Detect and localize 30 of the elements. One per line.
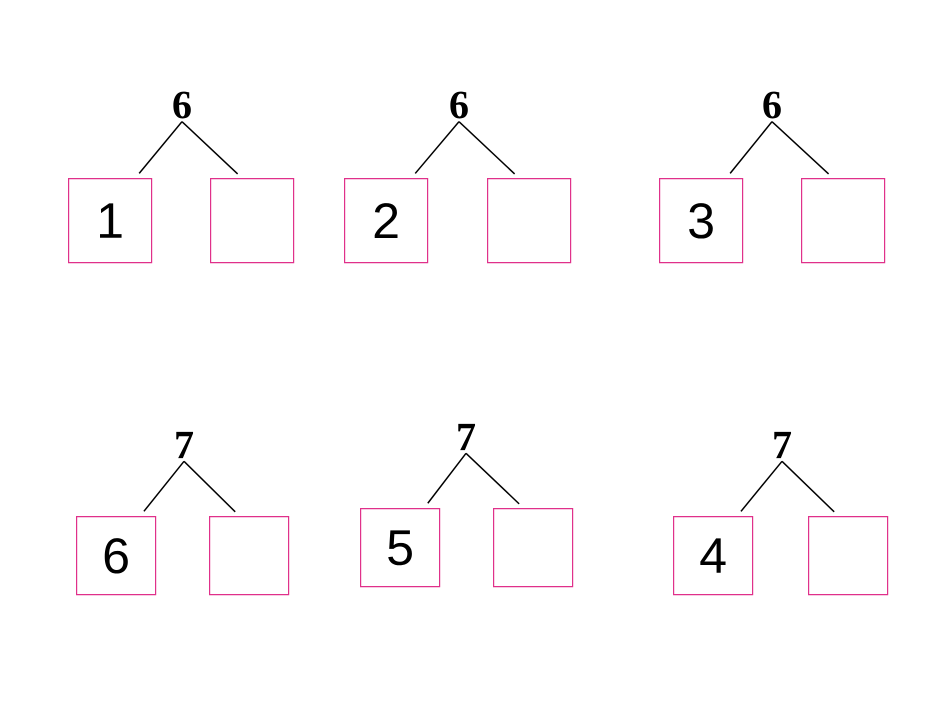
branch-line <box>414 121 460 174</box>
branch-line <box>458 121 516 174</box>
answer-box <box>493 508 574 588</box>
branch-line <box>772 121 830 174</box>
number-box: 1 <box>68 178 152 264</box>
answer-box <box>801 178 886 264</box>
total-number: 7 <box>774 432 792 458</box>
total-number: 7 <box>176 432 194 458</box>
branch-line <box>182 121 238 174</box>
branch-line <box>143 460 185 512</box>
number-box: 6 <box>76 516 156 596</box>
branch-line <box>183 460 236 512</box>
total-number: 6 <box>173 92 191 118</box>
branch-line <box>730 121 773 174</box>
branch-line <box>427 452 467 504</box>
answer-box <box>808 516 888 596</box>
answer-box <box>210 178 294 264</box>
answer-box <box>209 516 290 596</box>
branch-line <box>740 460 783 512</box>
total-number: 6 <box>450 92 468 118</box>
total-number: 6 <box>763 92 781 118</box>
number-box: 2 <box>344 178 428 264</box>
answer-box <box>487 178 572 264</box>
branch-line <box>465 452 520 504</box>
branch-line <box>781 460 835 512</box>
number-box: 5 <box>360 508 440 588</box>
number-box: 4 <box>673 516 754 596</box>
branch-line <box>138 121 183 174</box>
number-box: 3 <box>659 178 744 264</box>
total-number: 7 <box>458 424 476 450</box>
